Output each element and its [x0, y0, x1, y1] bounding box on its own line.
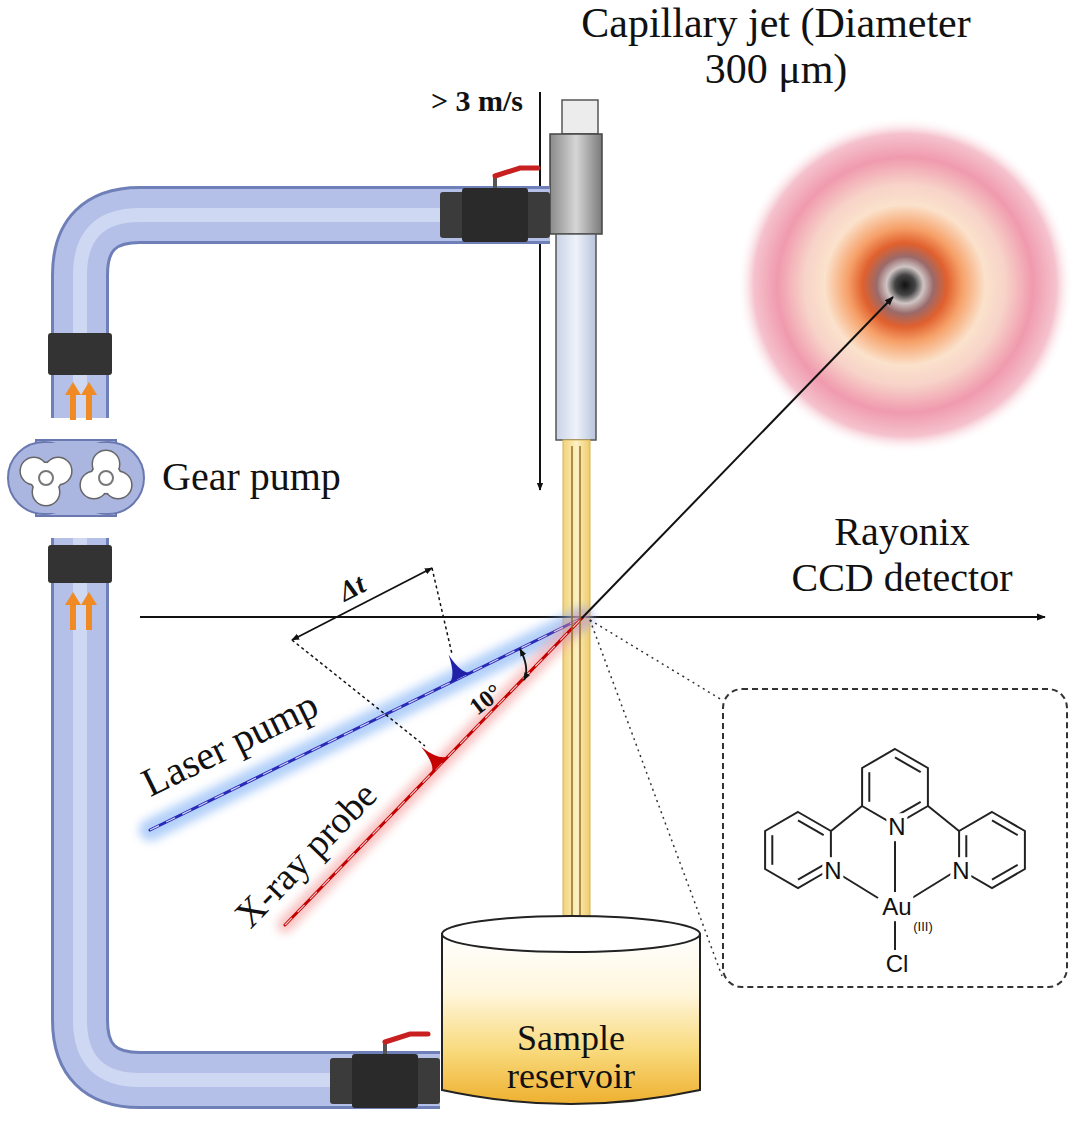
atom-label: N: [822, 857, 843, 885]
xray-glow: [285, 618, 582, 925]
atom-label: N: [950, 857, 971, 885]
connector: [80, 215, 550, 418]
speed-arrow: [539, 92, 541, 490]
capillary-jet: Capillary jet (Diameter 300 μm): [550, 100, 602, 440]
gear-pump: Gear pump: [10, 418, 140, 538]
oxidation-state: (III): [911, 920, 935, 935]
xray-beam: [285, 618, 582, 925]
atom-label: N: [886, 813, 907, 841]
connector: [570, 446, 582, 932]
tube-coupling: [48, 545, 112, 583]
molecule-inset: N N N Au(III)Cl: [722, 688, 1068, 988]
capillary-collar: [550, 134, 602, 234]
node-heading: Gear pump: [162, 454, 341, 500]
laser-pulse: [437, 649, 472, 684]
connector: [80, 538, 440, 1080]
molecule-structure: [765, 749, 1025, 950]
sample-reservoir: Sample reservoir: [440, 912, 702, 1112]
angle-label: 10°: [464, 679, 507, 721]
node-heading: Capillary jet (Diameter 300 μm): [576, 0, 976, 92]
atom-label: Cl: [884, 950, 911, 978]
gear-pump-icon: [8, 440, 144, 516]
atom-label: Au: [880, 893, 913, 921]
valve: [440, 168, 550, 242]
detector-label: Rayonix CCD detector: [771, 509, 1033, 601]
liquid-jet: [563, 440, 590, 932]
delay-extension: [432, 568, 452, 654]
angle-arc: [520, 649, 526, 680]
xray-core: [285, 618, 582, 925]
delay-extension: [292, 640, 425, 746]
diffraction-rings: [737, 117, 1073, 453]
capillary-glass: [556, 234, 596, 440]
capillary-cap: [562, 100, 598, 134]
delay-dimension: [292, 568, 432, 640]
tube-coupling: [48, 333, 112, 375]
valve: [330, 1034, 440, 1108]
node-label: Sample reservoir: [471, 1020, 671, 1096]
xray-pulse: [412, 738, 449, 775]
speed-label: > 3 m/s: [431, 84, 523, 119]
